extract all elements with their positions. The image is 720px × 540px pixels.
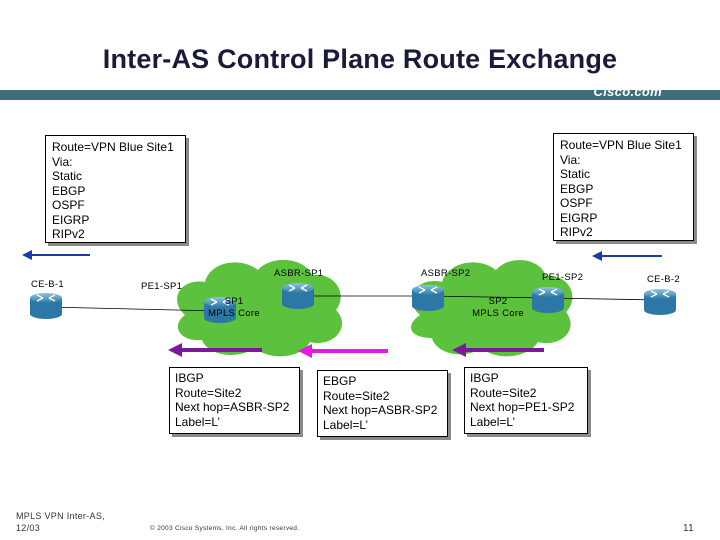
route-box-line: Static xyxy=(560,167,591,181)
route-box-right: Route=VPN Blue Site1 Via: Static EBGP OS… xyxy=(553,133,694,241)
box-line: Label=L’ xyxy=(323,417,369,432)
arrow-icon xyxy=(22,250,90,260)
cloud-label-line: MPLS Core xyxy=(208,308,260,319)
route-box-line: RIPv2 xyxy=(560,225,593,239)
node-label-asbr-sp2: ASBR-SP2 xyxy=(421,268,471,279)
ibgp-left-box: IBGP Route=Site2 Next hop=ASBR-SP2 Label… xyxy=(169,367,300,434)
route-box-line: EBGP xyxy=(560,181,594,196)
node-label-pe1-sp1: PE1-SP1 xyxy=(141,281,183,292)
arrow-icon xyxy=(452,343,544,357)
box-line: Next hop=PE1-SP2 xyxy=(470,400,575,414)
page-number: 11 xyxy=(683,523,694,534)
route-box-line: OSPF xyxy=(560,196,593,210)
box-line: Route=Site2 xyxy=(175,385,242,400)
router-icon xyxy=(411,284,445,312)
box-line: Route=Site2 xyxy=(470,385,537,400)
arrow-icon xyxy=(168,343,262,357)
cloud-icon xyxy=(410,259,573,357)
node-label-ce-b2: CE-B-2 xyxy=(647,274,680,285)
footer-copyright: © 2003 Cisco Systems, Inc. All rights re… xyxy=(150,525,300,532)
route-box-line: EIGRP xyxy=(560,210,598,225)
cloud-label-line: SP2 xyxy=(488,296,508,307)
footer-line-2: 12/03 xyxy=(16,523,41,533)
route-box-line: Via: xyxy=(560,152,581,167)
ibgp-right-box: IBGP Route=Site2 Next hop=PE1-SP2 Label=… xyxy=(464,367,588,434)
route-box-line: Via: xyxy=(52,154,73,169)
node-label-pe1-sp2: PE1-SP2 xyxy=(542,272,584,283)
router-icon xyxy=(643,288,677,316)
route-box-line: OSPF xyxy=(52,198,85,212)
route-box-line: EIGRP xyxy=(52,212,90,227)
arrow-icon xyxy=(298,344,388,358)
box-line: Label=L’ xyxy=(175,414,221,429)
router-icon xyxy=(281,282,315,310)
ebgp-box: EBGP Route=Site2 Next hop=ASBR-SP2 Label… xyxy=(317,370,448,437)
route-box-line: Route=VPN Blue Site1 xyxy=(52,140,174,154)
node-label-ce-b1: CE-B-1 xyxy=(31,279,64,290)
box-line: Next hop=ASBR-SP2 xyxy=(175,400,290,414)
box-line: EBGP xyxy=(323,374,357,388)
route-box-line: Route=VPN Blue Site1 xyxy=(560,138,682,152)
route-box-left: Route=VPN Blue Site1 Via: Static EBGP OS… xyxy=(45,135,186,243)
route-box-line: Static xyxy=(52,169,83,183)
footer-line-1: MPLS VPN Inter-AS, xyxy=(16,511,105,521)
route-box-line: EBGP xyxy=(52,183,86,198)
box-line: IBGP xyxy=(175,371,204,385)
box-line: IBGP xyxy=(470,371,499,385)
box-line: Next hop=ASBR-SP2 xyxy=(323,403,438,417)
node-label-asbr-sp1: ASBR-SP1 xyxy=(274,268,324,279)
router-icon xyxy=(29,292,63,320)
title-bar xyxy=(0,90,720,100)
arrow-icon xyxy=(592,251,662,261)
cloud-label-line: MPLS Core xyxy=(472,308,524,319)
cloud-label-sp1: SP1 MPLS Core xyxy=(202,296,266,320)
cloud-label-line: SP1 xyxy=(224,296,244,307)
slide-title: Inter-AS Control Plane Route Exchange xyxy=(102,44,618,74)
box-line: Route=Site2 xyxy=(323,388,390,403)
route-box-line: RIPv2 xyxy=(52,227,85,241)
cloud-label-sp2: SP2 MPLS Core xyxy=(466,296,530,320)
cisco-logo: Cisco.com xyxy=(593,84,662,99)
box-line: Label=L’ xyxy=(470,414,516,429)
router-icon xyxy=(531,286,565,314)
